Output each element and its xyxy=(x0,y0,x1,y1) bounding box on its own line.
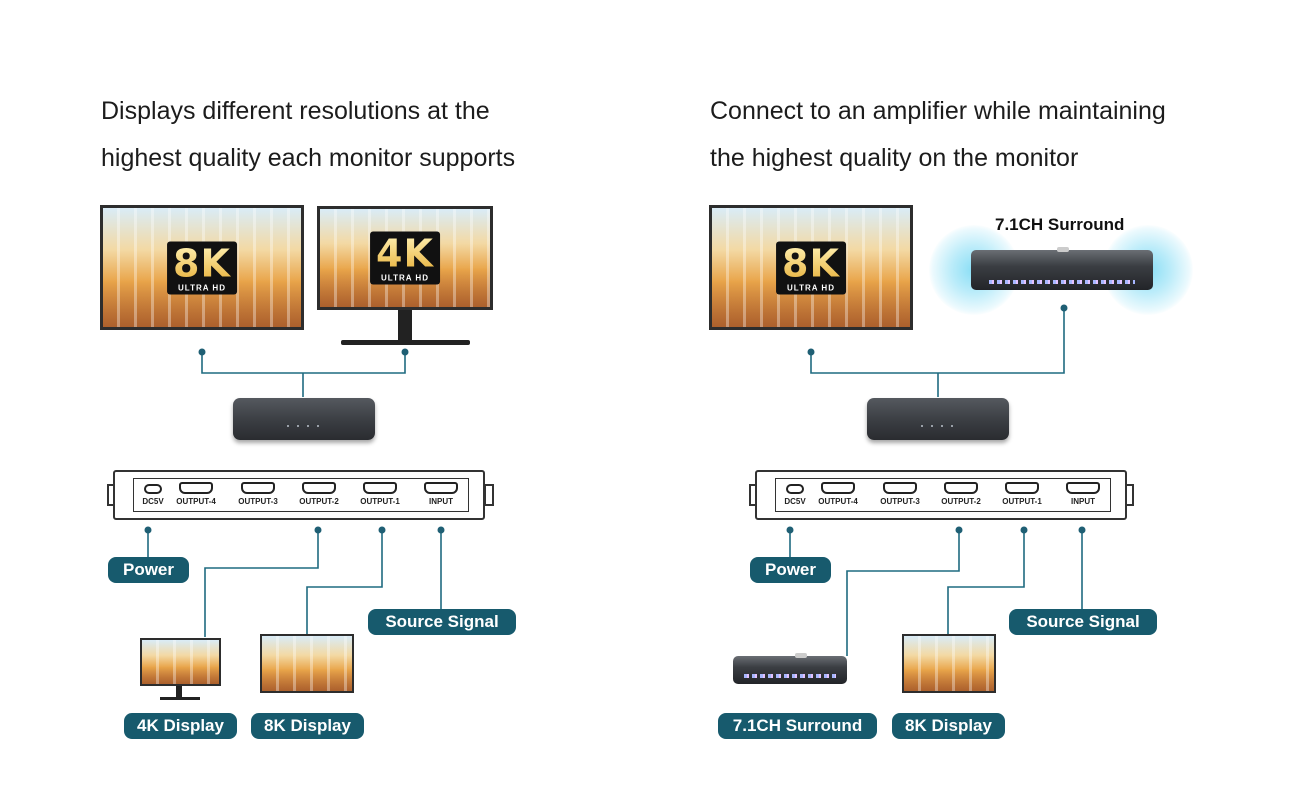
power-label: Power xyxy=(750,557,831,583)
monitor-8k: 8K ULTRA HD xyxy=(100,205,304,330)
hdmi-port-icon xyxy=(241,482,275,494)
hdmi-splitter xyxy=(867,398,1009,440)
port-output-4: OUTPUT-4 xyxy=(813,495,863,506)
hdmi-splitter xyxy=(233,398,375,440)
monitor-4k: 4K ULTRA HD xyxy=(317,206,493,310)
8k-display-label: 8K Display xyxy=(251,713,364,739)
small-8k-display xyxy=(260,634,354,693)
hdmi-port-icon xyxy=(302,482,336,494)
port-input: INPUT xyxy=(416,495,466,506)
hdmi-port-icon xyxy=(821,482,855,494)
small-8k-display xyxy=(902,634,996,693)
hdmi-port-icon xyxy=(1066,482,1100,494)
hdmi-port-icon xyxy=(424,482,458,494)
port-output-1: OUTPUT-1 xyxy=(355,495,405,506)
panel-ear-right xyxy=(484,484,494,506)
8k-display-label: 8K Display xyxy=(892,713,1005,739)
hdmi-port-icon xyxy=(363,482,397,494)
surround-title: 7.1CH Surround xyxy=(995,215,1124,235)
port-panel: DC5V OUTPUT-4 OUTPUT-3 OUTPUT-2 OUTPUT-1… xyxy=(113,470,485,520)
hdmi-port-icon xyxy=(883,482,917,494)
badge-4k: 4K ULTRA HD xyxy=(370,232,440,285)
right-panel: Connect to an amplifier while maintainin… xyxy=(609,0,1249,800)
monitor-4k-base xyxy=(341,340,470,345)
power-label: Power xyxy=(108,557,189,583)
soundbar-speaker xyxy=(971,250,1153,290)
surround-label: 7.1CH Surround xyxy=(718,713,877,739)
port-output-3: OUTPUT-3 xyxy=(875,495,925,506)
port-output-2: OUTPUT-2 xyxy=(294,495,344,506)
port-output-1: OUTPUT-1 xyxy=(997,495,1047,506)
port-panel: DC5V OUTPUT-4 OUTPUT-3 OUTPUT-2 OUTPUT-1… xyxy=(755,470,1127,520)
small-soundbar xyxy=(733,656,847,684)
badge-8k: 8K ULTRA HD xyxy=(776,241,846,294)
port-output-2: OUTPUT-2 xyxy=(936,495,986,506)
monitor-4k-stand xyxy=(398,310,412,340)
small-4k-base xyxy=(160,697,200,700)
dc-port-icon xyxy=(786,484,804,494)
small-4k-display xyxy=(140,638,221,686)
4k-display-label: 4K Display xyxy=(124,713,237,739)
hdmi-port-icon xyxy=(1005,482,1039,494)
port-output-3: OUTPUT-3 xyxy=(233,495,283,506)
hdmi-port-icon xyxy=(944,482,978,494)
port-output-4: OUTPUT-4 xyxy=(171,495,221,506)
source-signal-label: Source Signal xyxy=(368,609,516,635)
monitor-8k: 8K ULTRA HD xyxy=(709,205,913,330)
left-panel: Displays different resolutions at the hi… xyxy=(0,0,640,800)
dc-port-icon xyxy=(144,484,162,494)
hdmi-port-icon xyxy=(179,482,213,494)
badge-8k: 8K ULTRA HD xyxy=(167,241,237,294)
port-input: INPUT xyxy=(1058,495,1108,506)
source-signal-label: Source Signal xyxy=(1009,609,1157,635)
